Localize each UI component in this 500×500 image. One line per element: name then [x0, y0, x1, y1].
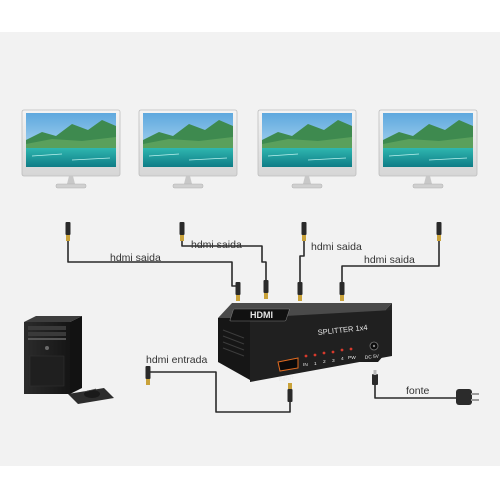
- hdmi-plug-1-top: [65, 222, 71, 241]
- label-output-4: hdmi saida: [364, 254, 415, 266]
- dc-port-label: DC 5V: [365, 353, 380, 361]
- led-in: [304, 354, 308, 358]
- mouse-and-pad: [68, 388, 114, 404]
- led-label-1: 1: [314, 361, 317, 367]
- pc-tower: [24, 316, 82, 394]
- led-label-pw: PW: [348, 355, 356, 361]
- dc-power-jack: [369, 341, 379, 351]
- top-margin: [0, 0, 500, 32]
- power-adapter: [456, 389, 479, 405]
- led-label-3: 3: [332, 358, 335, 364]
- hdmi-splitter-device: HDMI SPLITTER 1x4 INPUT IN 1 2 3 4 PW DC…: [218, 303, 392, 383]
- hdmi-plug-1-bottom: [235, 282, 241, 301]
- led-label-in: IN: [303, 362, 308, 368]
- label-power: fonte: [406, 385, 430, 397]
- label-input: hdmi entrada: [146, 354, 207, 366]
- label-output-1: hdmi saida: [110, 252, 161, 264]
- power-cable: [374, 383, 459, 399]
- monitor-1: [21, 109, 121, 189]
- hdmi-logo-plate: [229, 308, 290, 322]
- output-cable-3: [299, 237, 305, 285]
- hdmi-input-port: [277, 357, 299, 372]
- led-pw: [349, 347, 353, 351]
- hdmi-plug-3-top: [301, 222, 307, 241]
- label-output-3: hdmi saida: [311, 241, 362, 253]
- hdmi-plug-4-bottom: [339, 282, 345, 301]
- led-3: [331, 350, 335, 354]
- output-cable-4: [341, 237, 440, 285]
- hdmi-plug-3-bottom: [297, 282, 303, 301]
- output-cable-2: [181, 237, 267, 283]
- output-cable-1: [67, 238, 239, 287]
- hdmi-plug-2-top: [179, 222, 185, 241]
- led-label-4: 4: [341, 356, 344, 362]
- monitor-3: [257, 109, 357, 189]
- led-2: [322, 351, 326, 355]
- led-4: [340, 348, 344, 352]
- label-output-2: hdmi saida: [191, 239, 242, 251]
- input-port-label: INPUT: [279, 375, 296, 383]
- hdmi-plug-4-top: [436, 222, 442, 241]
- led-label-2: 2: [323, 359, 326, 365]
- monitor-2: [138, 109, 238, 189]
- hdmi-logo: HDMI: [250, 310, 273, 320]
- dc-plug: [372, 370, 378, 385]
- monitor-4: [378, 109, 478, 189]
- hdmi-plug-input-splitter: [287, 383, 293, 402]
- hdmi-plug-input-pc: [145, 366, 151, 385]
- status-leds: [304, 347, 353, 358]
- bottom-margin: [0, 466, 500, 500]
- led-1: [313, 353, 317, 357]
- hdmi-plug-2-bottom: [263, 280, 269, 299]
